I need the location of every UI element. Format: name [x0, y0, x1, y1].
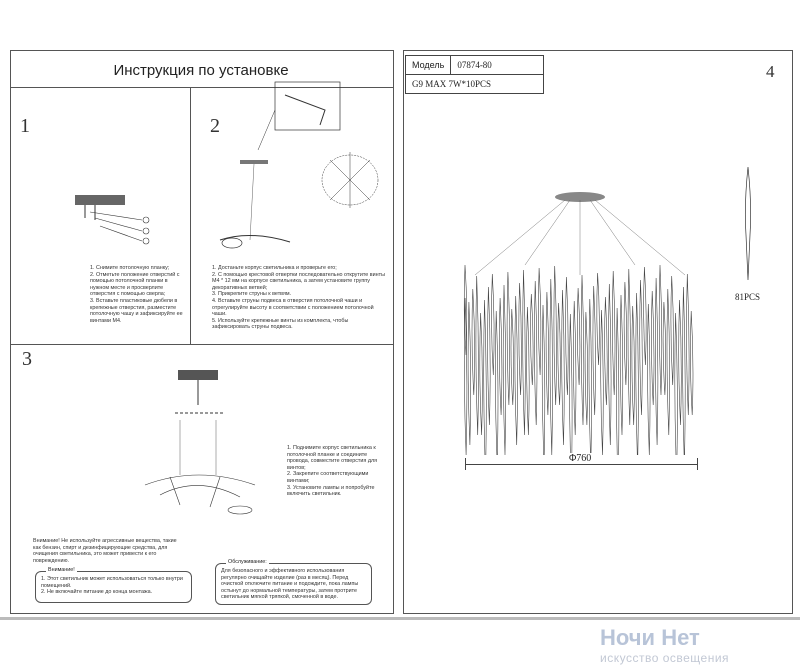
step-number: 3: [22, 348, 32, 370]
diameter-label: Φ760: [566, 453, 595, 464]
service-box: Обслуживание: Для безопасного и эффектив…: [215, 559, 372, 605]
pendant-drop: [502, 284, 507, 455]
watermark-logo: Ночи Нет искусство освещения: [600, 625, 790, 665]
pendant-drop: [479, 312, 483, 436]
dimension-tick: [697, 458, 698, 470]
pendant-drop: [666, 288, 670, 436]
pendant-drop: [491, 273, 495, 376]
pendant-drop: [655, 277, 659, 446]
pendant-drop: [690, 310, 694, 416]
pendant-drop: [541, 304, 546, 455]
pendant-drop: [467, 301, 471, 446]
pendant-drop: [510, 308, 514, 406]
pendant-drop: [569, 313, 573, 455]
pendant-drop: [495, 310, 499, 455]
pendant-drop: [608, 283, 612, 446]
pendant-drop: [464, 297, 468, 455]
pendant-drop: [557, 302, 561, 406]
pendant-drop: [639, 279, 643, 416]
pendant-drop: [682, 286, 686, 455]
pendant-drop: [623, 281, 627, 386]
pendant-drop: [678, 299, 682, 426]
pendant-drop: [565, 276, 569, 396]
watermark-brand: Ночи Нет: [600, 625, 700, 650]
pendant-drop-illustration: [744, 166, 752, 281]
pendant-count: 81PCS: [735, 292, 761, 302]
step-number: 2: [210, 115, 220, 137]
pendant-drop: [627, 268, 631, 426]
pendant-drop: [526, 306, 530, 436]
pendant-drop: [514, 295, 518, 446]
pendant-drop: [483, 299, 487, 455]
pendant-drop: [662, 301, 666, 396]
dimension-line: [465, 464, 697, 465]
pendant-drop: [580, 274, 585, 426]
pendant-drop: [499, 297, 503, 416]
pendant-drop: [686, 273, 690, 416]
pendant-drop: [600, 309, 604, 455]
watermark-tagline: искусство освещения: [600, 651, 730, 665]
model-value: 07874-80: [450, 55, 545, 75]
divider: [10, 87, 393, 88]
pendant-drop: [549, 278, 553, 455]
pendant-drop: [658, 264, 663, 396]
pendant-drop: [584, 311, 588, 426]
pendant-drop: [545, 291, 549, 416]
warning-box: Внимание! 1. Этот светильник может испол…: [35, 567, 192, 603]
pendant-drop: [475, 275, 479, 436]
pendant-drop: [577, 287, 581, 386]
step1-ceiling-plate-illustration: [75, 195, 150, 245]
pendant-drop: [553, 265, 557, 406]
step-number: 4: [766, 62, 775, 81]
divider: [10, 344, 393, 345]
pendant-drop: [604, 296, 608, 406]
pendant-drop: [616, 307, 620, 455]
warning-box-title: Внимание!: [46, 567, 77, 573]
pendant-drop: [588, 298, 592, 455]
pendant-drop: [463, 264, 468, 356]
pendant-drop: [674, 312, 678, 455]
bottom-bar: [0, 617, 800, 620]
service-box-text: Для безопасного и эффективного использов…: [221, 568, 359, 601]
pendant-drop: [506, 271, 510, 406]
pendant-drop: [643, 266, 647, 366]
step2-assembly-illustration: [219, 81, 379, 249]
pendant-drop: [522, 269, 526, 436]
pendant-drop: [647, 303, 651, 455]
warning-text: Внимание! Не используйте агрессивные вещ…: [33, 538, 177, 564]
pendant-drop: [635, 292, 639, 455]
step2-text: 1. Достаньте корпус светильника и провер…: [212, 265, 385, 331]
pendant-drop: [518, 282, 522, 396]
pendant-drop: [573, 300, 577, 436]
pendant-drop: [670, 275, 674, 386]
step3-text: 1. Поднимите корпус светильника к потоло…: [287, 445, 378, 498]
pendant-drop: [487, 286, 491, 426]
pendant-drop: [619, 294, 624, 436]
pendant-drop: [631, 305, 635, 426]
pendant-drop: [612, 270, 616, 396]
step-number: 1: [20, 115, 30, 137]
warning-box-text: 1. Этот светильник может использоваться …: [41, 576, 183, 596]
step3-mounting-illustration: [144, 370, 256, 515]
pendant-drop: [471, 288, 475, 396]
right-panel: [403, 50, 793, 614]
service-box-title: Обслуживание:: [226, 559, 269, 565]
page-title: Инструкция по установке: [113, 62, 289, 79]
pendant-drop: [592, 285, 596, 416]
model-label: Модель: [404, 55, 452, 75]
pendant-drop: [561, 289, 565, 446]
chandelier-illustration: [463, 192, 694, 455]
dimension-tick: [465, 458, 466, 470]
pendant-drop: [534, 280, 538, 426]
divider: [190, 88, 191, 344]
left-panel: [10, 50, 394, 614]
pendant-drop: [596, 272, 600, 366]
pendant-drop: [530, 293, 534, 386]
lamp-spec: G9 MAX 7W*10PCS: [404, 74, 545, 94]
step1-text: 1. Снимите потолочную планку; 2. Отметьт…: [90, 265, 183, 324]
pendant-drop: [651, 290, 655, 406]
pendant-drop: [538, 267, 542, 376]
